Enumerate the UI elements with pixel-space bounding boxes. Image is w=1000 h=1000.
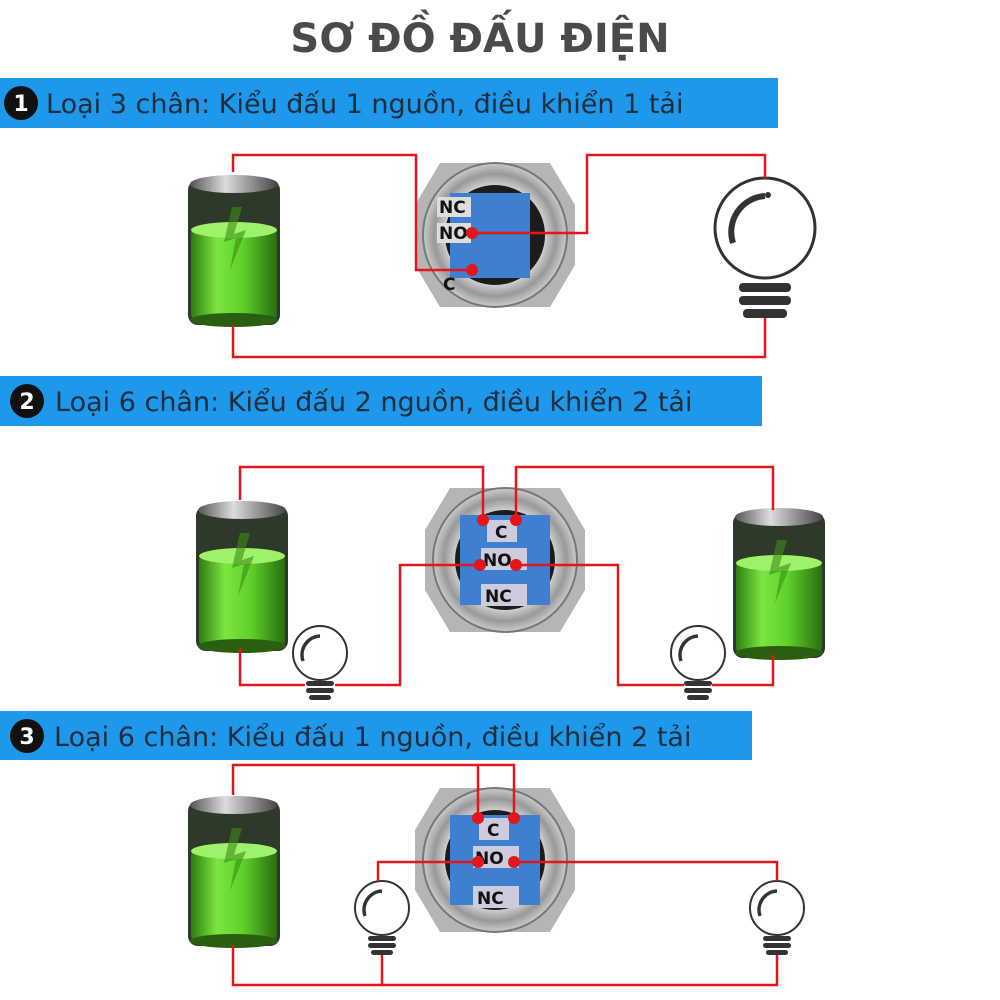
switch-6pin: C NO NC bbox=[424, 487, 586, 633]
section-label: Loại 6 chân: Kiểu đấu 1 nguồn, điều khiể… bbox=[54, 722, 691, 753]
battery-icon bbox=[188, 796, 280, 948]
pin-c-label: C bbox=[495, 523, 507, 543]
battery-icon-left bbox=[196, 501, 288, 653]
battery-icon-right bbox=[733, 508, 825, 660]
wire bbox=[231, 153, 767, 359]
page-title: SƠ ĐỒ ĐẤU ĐIỆN bbox=[290, 8, 669, 62]
section-banner bbox=[0, 376, 762, 426]
number-badge bbox=[4, 86, 38, 120]
section-number: 1 bbox=[13, 92, 28, 117]
section-label: Loại 6 chân: Kiểu đấu 2 nguồn, điều khiể… bbox=[55, 387, 692, 418]
pin-no-label: NO bbox=[439, 224, 468, 244]
wire bbox=[231, 763, 779, 987]
battery-icon bbox=[188, 175, 280, 327]
section-number: 3 bbox=[19, 725, 34, 750]
bulb-icon-right bbox=[669, 624, 727, 702]
pin-nc-label: NC bbox=[485, 587, 512, 607]
section-number: 2 bbox=[19, 390, 34, 415]
pin-c-label: C bbox=[443, 275, 455, 295]
section-2: 2 Loại 6 chân: Kiểu đấu 2 nguồn, điều kh… bbox=[0, 376, 825, 702]
bulb-icon-right bbox=[748, 879, 806, 957]
number-badge bbox=[10, 384, 44, 418]
section-banner bbox=[0, 711, 752, 760]
section-banner bbox=[0, 78, 778, 128]
pin-nc-label: NC bbox=[477, 889, 504, 909]
section-label: Loại 3 chân: Kiểu đấu 1 nguồn, điều khiể… bbox=[46, 89, 683, 120]
pin-c-label: C bbox=[487, 821, 499, 841]
bulb-icon-left bbox=[353, 879, 411, 957]
switch-6pin: C NO NC bbox=[414, 787, 576, 933]
section-1: 1 Loại 3 chân: Kiểu đấu 1 nguồn, điều kh… bbox=[0, 78, 815, 359]
number-badge bbox=[10, 719, 44, 753]
section-3: 3 Loại 6 chân: Kiểu đấu 1 nguồn, điều kh… bbox=[0, 711, 806, 987]
bulb-icon bbox=[715, 178, 815, 318]
switch-3pin: NC NO C bbox=[414, 162, 576, 308]
wire bbox=[238, 465, 775, 687]
pin-no-label: NO bbox=[483, 551, 512, 571]
bulb-icon-left bbox=[291, 624, 349, 702]
pin-nc-label: NC bbox=[439, 198, 466, 218]
